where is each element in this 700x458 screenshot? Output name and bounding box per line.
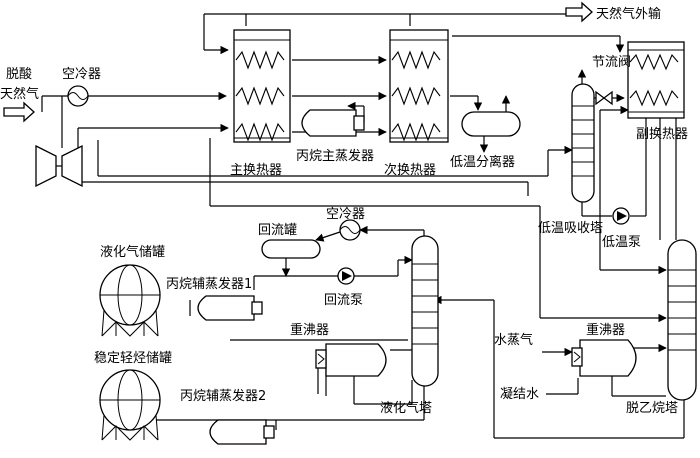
lpg-reboiler [315,343,387,377]
lpg-tank-label: 液化气储罐 [100,244,165,260]
low-temp-separator [461,111,521,137]
throttle-valve-label: 节流阀 [592,55,631,70]
reboiler-2-label: 重沸器 [586,322,625,338]
gas-export-label: 天然气外输 [596,6,661,22]
propane-main-evap-label: 丙烷主蒸发器 [296,148,374,164]
throttle-valve-icon [595,90,613,106]
main-heat-exchanger [233,29,291,143]
stable-light-hc-sphere [99,369,161,441]
reflux-pump-label: 回流泵 [324,293,363,308]
propane-main-evaporator [301,109,365,137]
labels: 脱酸 天然气 空冷器 天然气外输 主换热器 丙烷主蒸发器 次换热器 低温分离器 … [0,6,688,416]
low-temp-pump-label: 低温泵 [602,235,641,250]
air-cooler-2-label: 空冷器 [326,207,365,222]
lpg-storage-sphere [99,264,161,337]
propane-aux-evap2-label: 丙烷辅蒸发器2 [180,388,266,404]
secondary-hx-label: 次换热器 [384,162,436,178]
low-temp-pump-icon [612,207,630,225]
reflux-tank [261,239,321,259]
reboiler-1-label: 重沸器 [290,322,329,338]
propane-aux-evaporator-2 [209,419,275,445]
feed-inlet-arrow-icon [3,101,35,123]
propane-aux-evap1-label: 丙烷辅蒸发器1 [166,276,252,292]
lpg-tower [411,235,439,387]
low-temp-absorber-label: 低温吸收塔 [538,221,603,236]
sub-heat-exchanger [627,41,685,119]
secondary-heat-exchanger [389,29,449,143]
low-temp-separator-label: 低温分离器 [450,154,515,170]
gas-export-arrow-icon [565,1,593,23]
main-hx-label: 主换热器 [230,163,282,178]
propane-aux-evaporator-1 [197,295,263,321]
steam-label: 水蒸气 [494,332,533,348]
feed-label-line2: 天然气 [0,86,39,102]
deethanizer-label: 脱乙烷塔 [626,401,678,416]
deethanizer-reboiler [571,339,637,377]
reflux-pump-icon [337,267,355,285]
air-cooler-1-icon [67,85,89,107]
lpg-tower-label: 液化气塔 [380,400,432,416]
stable-light-hc-tank-label: 稳定轻烃储罐 [94,350,172,366]
compressor-expander-icon [35,144,83,188]
deethanizer-tower [667,239,697,401]
condensate-label: 凝结水 [500,386,539,402]
sub-hx-label: 副换热器 [636,127,688,142]
low-temp-absorber [571,83,595,203]
feed-label-line1: 脱酸 [6,67,32,82]
reflux-tank-label: 回流罐 [258,223,297,238]
air-cooler-2-icon [339,219,361,241]
air-cooler-1-label: 空冷器 [62,67,101,82]
